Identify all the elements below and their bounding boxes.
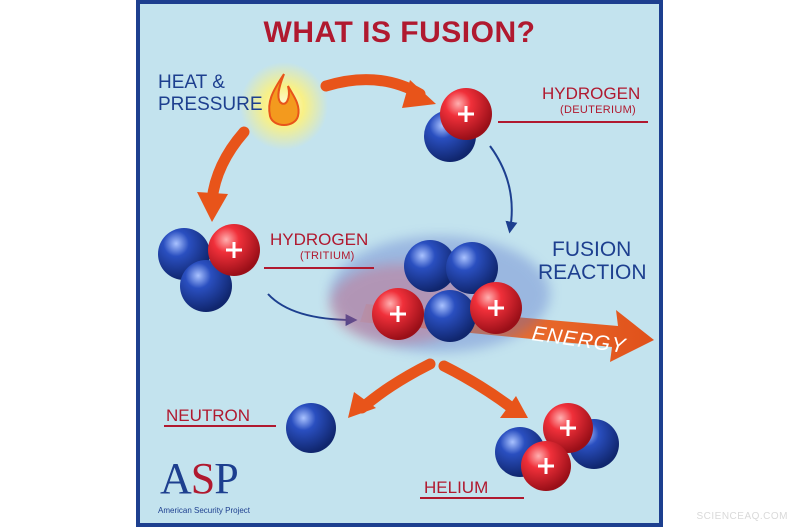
arrow-heat-to-tritium	[206, 126, 250, 206]
diagram-panel: WHAT IS FUSION? HEAT & PRESSURE HYDROGEN…	[136, 0, 663, 527]
diagram-artwork	[158, 62, 654, 491]
arrow-deuterium-to-fusion	[489, 145, 518, 234]
heat-label-line2: PRESSURE	[158, 94, 263, 115]
arrow-head	[500, 396, 528, 418]
logo-letter-a: A	[160, 454, 192, 503]
neutron-particle	[404, 240, 456, 292]
plus-icon	[488, 300, 504, 316]
deuterium-name: HYDROGEN	[542, 84, 641, 103]
tritium-name: HYDROGEN	[270, 230, 369, 249]
arrow-to-helium	[438, 360, 518, 414]
arrow-head	[348, 392, 376, 418]
logo-letter-s: S	[190, 454, 216, 503]
neutron-particle	[180, 260, 232, 312]
fusion-label-line1: FUSION	[552, 238, 632, 261]
heat-label: HEAT & PRESSURE	[158, 72, 263, 116]
plus-icon	[226, 242, 242, 258]
logo-letter-p: P	[214, 454, 239, 503]
helium-rule	[420, 497, 524, 499]
flame-icon	[268, 73, 300, 126]
arrow-head	[402, 80, 436, 108]
plus-icon	[390, 306, 406, 322]
neutron-particle	[424, 290, 476, 342]
tritium-isotope: (TRITIUM)	[300, 250, 355, 262]
asp-logo: ASP	[160, 454, 239, 503]
deuterium-isotope: (DEUTERIUM)	[560, 104, 637, 116]
logo-caption: American Security Project	[158, 506, 251, 515]
heat-label-line1: HEAT &	[158, 72, 225, 93]
neutron-rule	[164, 425, 276, 427]
plus-icon	[458, 106, 474, 122]
neutron-label: NEUTRON	[166, 406, 251, 425]
fusion-label: FUSION REACTION	[538, 238, 647, 284]
plus-icon	[560, 420, 576, 436]
tritium-rule	[264, 267, 374, 269]
arrow-to-neutron	[356, 358, 436, 414]
diagram-title: WHAT IS FUSION?	[263, 16, 536, 49]
deuterium-rule	[498, 121, 648, 123]
neutron-particle	[286, 403, 336, 453]
helium-label: HELIUM	[424, 478, 489, 497]
neutron-particle	[446, 242, 498, 294]
watermark: SCIENCEAQ.COM	[696, 511, 788, 522]
arrow-heat-to-deuterium	[320, 74, 426, 100]
arrow-head	[197, 192, 228, 222]
fusion-label-line2: REACTION	[538, 261, 647, 284]
plus-icon	[538, 458, 554, 474]
